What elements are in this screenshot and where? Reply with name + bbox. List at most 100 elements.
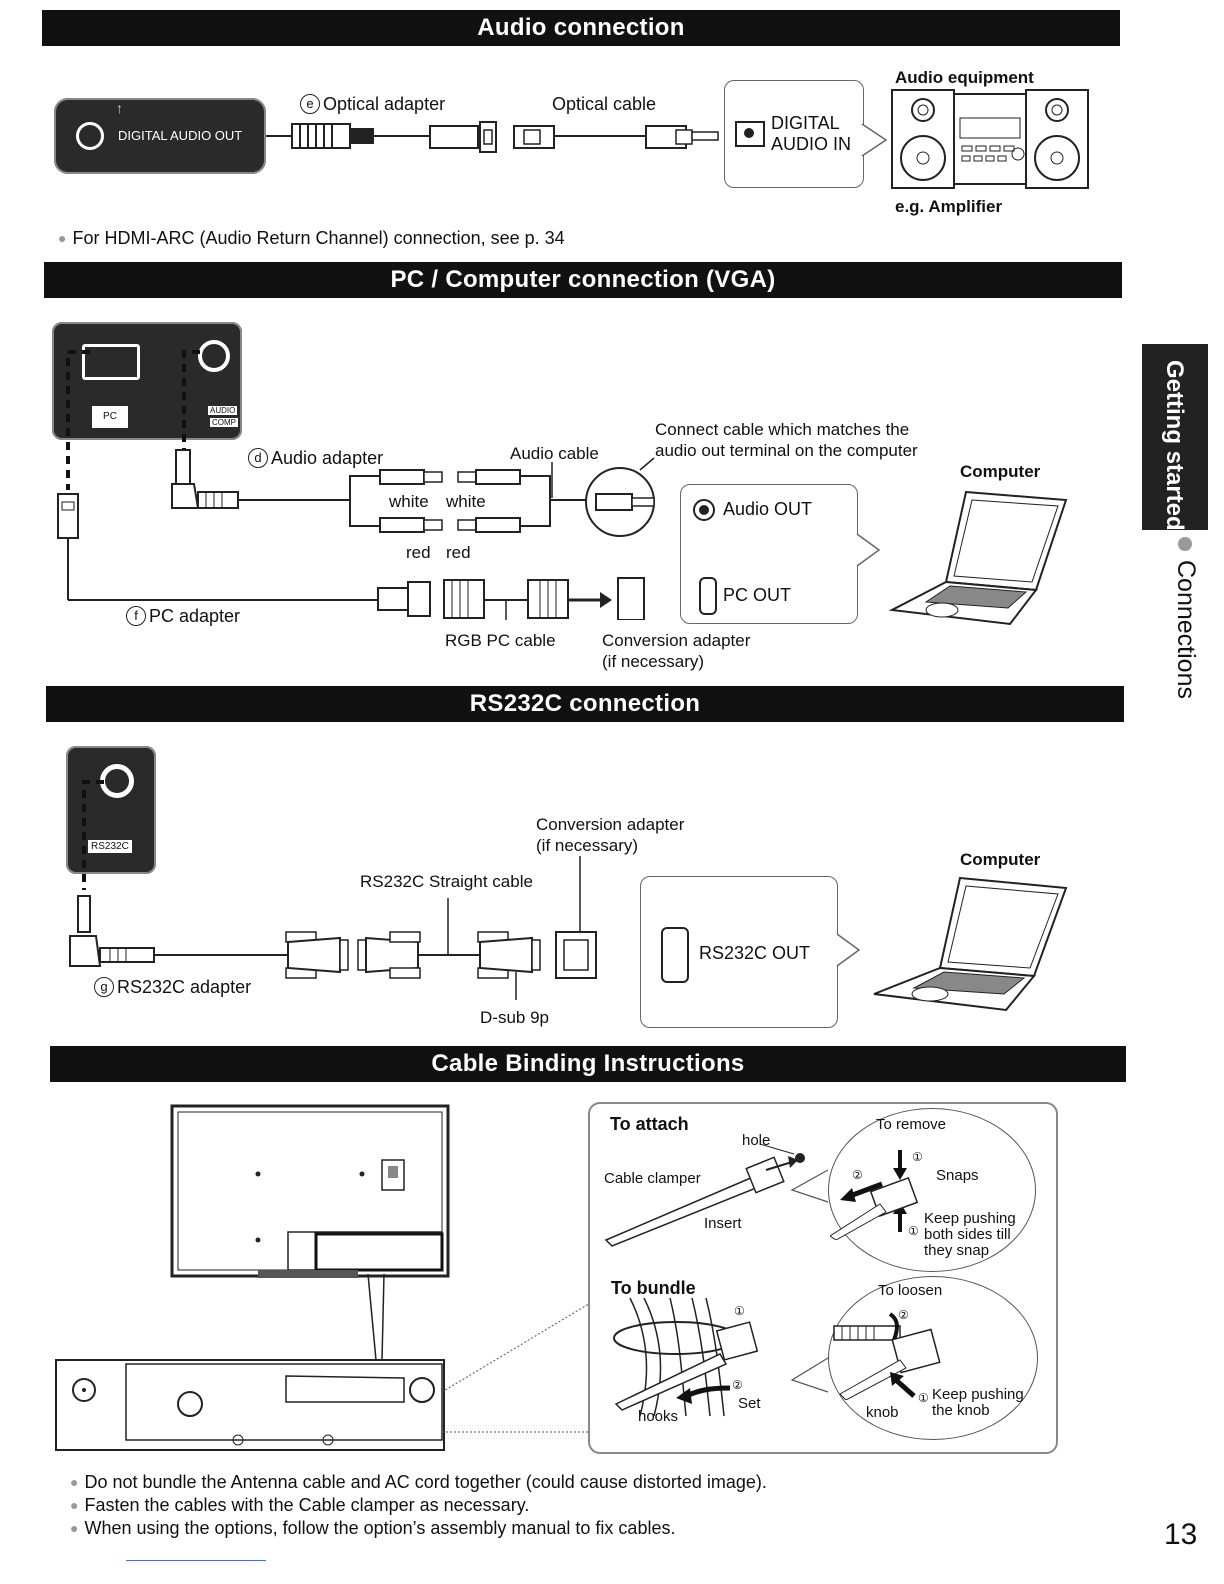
topic-bullet-icon: [1178, 537, 1192, 551]
adapter-letter-f: f: [126, 606, 146, 626]
audio-equipment-label: Audio equipment: [895, 68, 1034, 87]
audio-connection-header: Audio connection: [42, 10, 1120, 46]
bundle-step-1: ①: [734, 1304, 745, 1318]
note-options: ●When using the options, follow the opti…: [70, 1518, 676, 1538]
hooks-label: hooks: [638, 1408, 679, 1425]
rs232c-straight-cable-label: RS232C Straight cable: [360, 872, 533, 891]
to-remove-label: To remove: [876, 1116, 947, 1133]
bundle-clamper-illustration: [613, 1298, 759, 1417]
bubble-pointer: [861, 123, 888, 157]
topic-label: Connections: [1172, 560, 1200, 699]
bullet-icon: ●: [70, 1520, 79, 1536]
example-amplifier-label: e.g. Amplifier: [895, 197, 1003, 216]
pc-out-label: PC OUT: [723, 585, 792, 605]
computer-label-pc: Computer: [960, 462, 1041, 481]
red-label-1: red: [406, 543, 431, 562]
digital-audio-in-bubble: DIGITAL AUDIO IN: [724, 80, 864, 188]
loosen-clamper-illustration: [833, 1312, 941, 1400]
adapter-letter-d: d: [248, 448, 268, 468]
optical-input-icon: [735, 121, 765, 147]
pc-output-bubble: Audio OUT PC OUT: [680, 484, 858, 624]
chapter-tab-label: Getting started: [1161, 360, 1188, 531]
port-arrow-icon: ↑: [116, 100, 123, 116]
optical-cable-label: Optical cable: [552, 94, 657, 114]
adapter-letter-e: e: [300, 94, 320, 114]
snaps-label: Snaps: [936, 1167, 979, 1184]
vga-port-icon: [82, 344, 140, 380]
to-remove-circle: [828, 1108, 1036, 1272]
binding-box-pointers: [790, 1169, 829, 1393]
conversion-adapter-label-pc: Conversion adapter: [602, 631, 751, 650]
rs232c-input-panel: RS232C: [66, 746, 156, 874]
note-antenna: ●Do not bundle the Antenna cable and AC …: [70, 1472, 767, 1492]
rs232c-connection-header: RS232C connection: [46, 686, 1124, 722]
rs232c-out-label: RS232C OUT: [699, 943, 811, 963]
rs-bubble-pointer: [836, 933, 861, 967]
white-label-1: white: [389, 492, 429, 511]
keep-pushing-line3: they snap: [924, 1242, 990, 1259]
to-loosen-label: To loosen: [878, 1282, 943, 1299]
keep-pushing-line1: Keep pushing: [924, 1210, 1016, 1227]
bundle-step-2: ②: [732, 1378, 743, 1392]
rs232c-output-bubble: RS232C OUT: [640, 876, 838, 1028]
cable-clamper-label: Cable clamper: [604, 1170, 701, 1187]
keep-pushing-knob-line1: Keep pushing: [932, 1386, 1024, 1403]
attach-clamper-illustration: [604, 1143, 805, 1247]
conversion-adapter-label-rs: Conversion adapter: [536, 815, 685, 834]
cable-binding-header: Cable Binding Instructions: [50, 1046, 1126, 1082]
rgb-pc-cable-label: RGB PC cable: [445, 631, 556, 650]
footer-rule: [126, 1560, 266, 1561]
bullet-icon: ●: [58, 230, 67, 246]
pc-port-label-box: PC: [92, 406, 128, 428]
insert-label: Insert: [704, 1215, 742, 1232]
to-attach-label: To attach: [610, 1114, 689, 1134]
if-necessary-label-pc: (if necessary): [602, 652, 705, 671]
remove-step-2: ②: [852, 1168, 863, 1182]
optical-port-icon: [76, 122, 104, 150]
red-label-2: red: [446, 543, 471, 562]
note-fasten: ●Fasten the cables with the Cable clampe…: [70, 1495, 530, 1515]
optical-cable-diagram: [266, 121, 719, 153]
keep-pushing-line2: both sides till: [924, 1226, 1011, 1243]
audio-port-icon: [198, 340, 230, 372]
hdmi-arc-note: ●For HDMI-ARC (Audio Return Channel) con…: [58, 228, 565, 248]
pc-connection-header: PC / Computer connection (VGA): [44, 262, 1122, 298]
adapter-letter-g: g: [94, 977, 114, 997]
if-necessary-label-rs: (if necessary): [536, 836, 639, 855]
audio-terminal-note-line1: Connect cable which matches the: [655, 420, 910, 439]
rs232c-port-label: RS232C: [88, 840, 132, 853]
audio-in-label: AUDIO IN: [771, 134, 852, 154]
page-number: 13: [1164, 1518, 1198, 1551]
pc-input-panel: PC AUDIO COMP: [52, 322, 242, 440]
pc-connection-diagram: [57, 350, 655, 620]
dsub-9p-label: D-sub 9p: [480, 1008, 549, 1027]
audio-out-label: Audio OUT: [723, 499, 813, 519]
laptop-computer-icon-rs: [873, 876, 1068, 1012]
set-label: Set: [738, 1395, 761, 1412]
white-label-2: white: [446, 492, 486, 511]
keep-pushing-knob-line2: the knob: [932, 1402, 990, 1419]
comp-port-label: COMP: [210, 418, 238, 427]
audio-out-jack-icon: [693, 499, 715, 521]
audio-cable-label: Audio cable: [510, 444, 599, 463]
audio-port-label: AUDIO: [208, 406, 238, 415]
knob-label: knob: [866, 1404, 899, 1421]
to-bundle-label: To bundle: [611, 1278, 696, 1298]
tv-rear-illustration: [55, 1104, 593, 1451]
digital-audio-out-label: DIGITAL AUDIO OUT: [118, 128, 243, 143]
audio-terminal-note-line2: audio out terminal on the computer: [655, 441, 918, 460]
rs232c-connection-diagram: [69, 780, 597, 1000]
bullet-icon: ●: [70, 1474, 79, 1490]
pc-out-port-icon: [699, 577, 717, 615]
computer-label-rs: Computer: [960, 850, 1041, 869]
loosen-step-1: ①: [918, 1391, 929, 1405]
digital-label: DIGITAL: [771, 113, 840, 133]
remove-step-1-bottom: ①: [908, 1224, 919, 1238]
chapter-tab: Getting started: [1142, 344, 1208, 531]
remove-step-1-top: ①: [912, 1150, 923, 1164]
amplifier-speaker-icon: [891, 89, 1089, 189]
